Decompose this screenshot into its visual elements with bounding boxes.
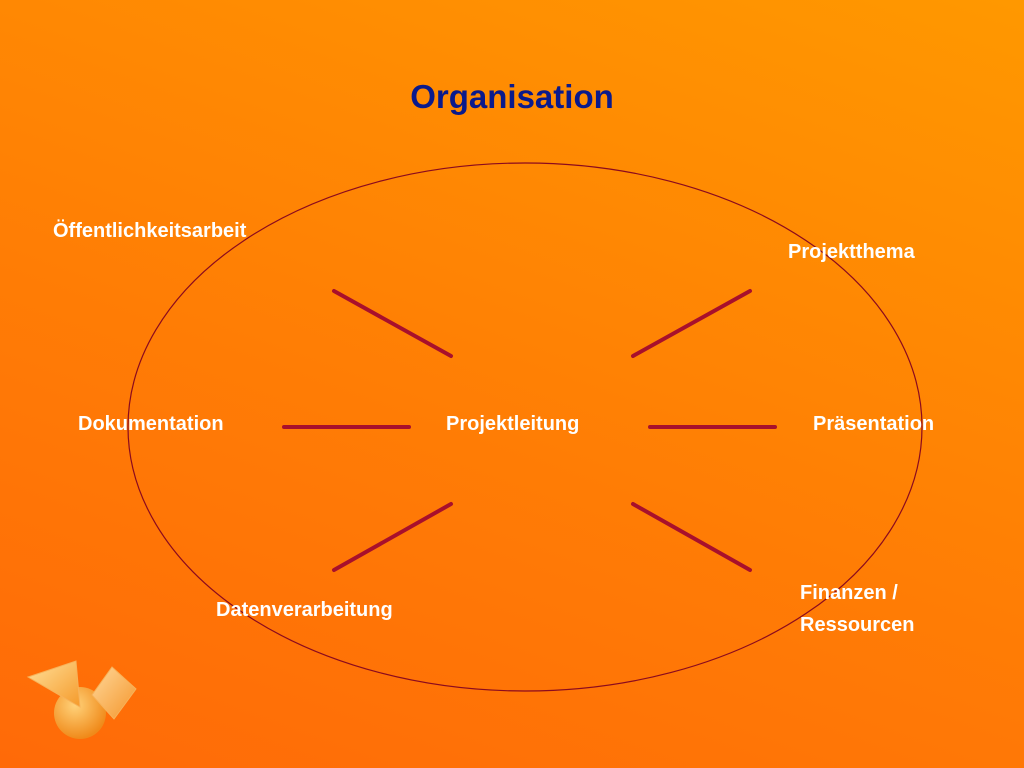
outer-ellipse [127,162,923,692]
node-dokumentation: Dokumentation [78,413,224,435]
connector-bottom-left [332,502,453,572]
node-finanzen-ressourcen: Finanzen / Ressourcen [800,577,915,641]
node-projektleitung-center: Projektleitung [446,413,580,435]
node-datenverarbeitung: Datenverarbeitung [216,599,393,621]
triangle-shape-icon [26,660,81,708]
node-oeffentlichkeitsarbeit: Öffentlichkeitsarbeit [53,220,247,242]
connector-bottom-right [631,502,752,572]
decorative-shapes-logo [26,660,137,739]
node-finanzen-line1: Finanzen / [800,582,898,604]
slide-title: Organisation [410,78,614,115]
connector-top-right [631,289,752,358]
node-finanzen-line2: Ressourcen [800,614,915,636]
connector-top-left [332,289,453,358]
node-praesentation: Präsentation [813,413,935,435]
diamond-shape-icon [91,666,137,720]
node-projektthema: Projektthema [788,241,915,263]
